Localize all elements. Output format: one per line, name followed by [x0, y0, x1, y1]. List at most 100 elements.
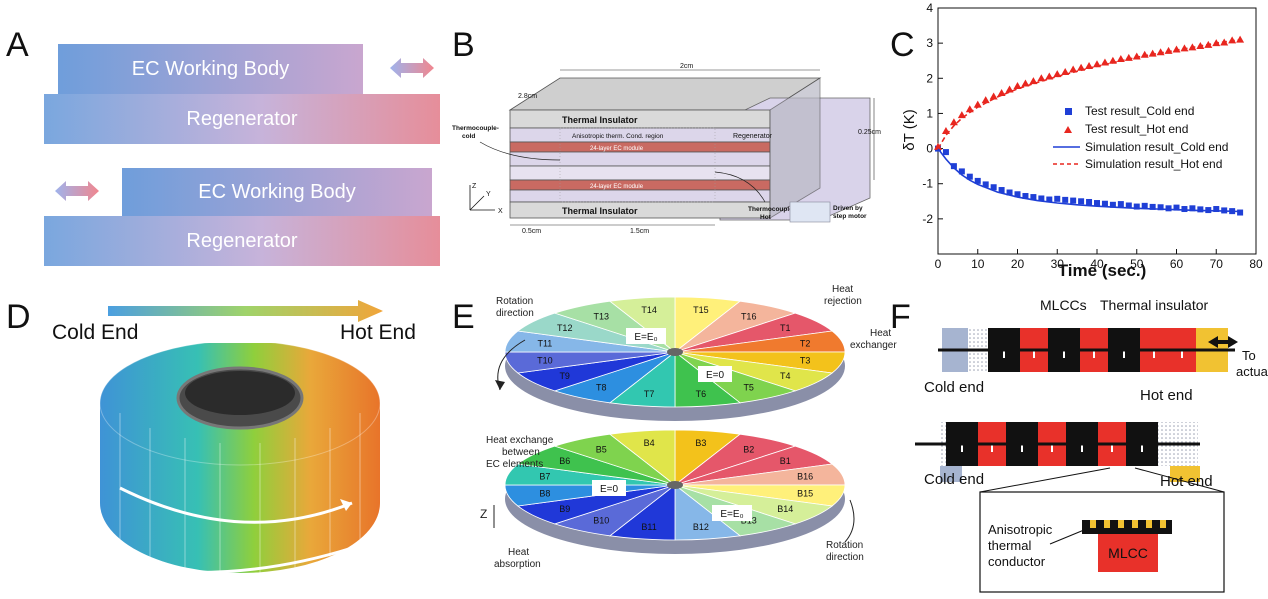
x-tick-label: 60 — [1170, 257, 1184, 271]
disc-hub — [667, 348, 683, 356]
data-point-cold — [1189, 205, 1196, 212]
mlcc-block — [1098, 534, 1158, 572]
data-point-cold — [950, 163, 957, 170]
data-point-hot — [1021, 79, 1030, 87]
dim-05cm: 0.5cm — [522, 228, 541, 235]
middle-layer-1 — [509, 151, 771, 167]
thermocouple-cold-1: Thermocouple- — [452, 125, 499, 132]
data-point-cold — [1038, 195, 1045, 202]
thermocouple-cold-2: cold — [462, 133, 475, 140]
e-label-box — [698, 366, 732, 382]
panel-e: T15T16T1T2T3T4T5T6T7T8T9T10T11T12T13T14E… — [480, 284, 897, 570]
sector-label: T15 — [693, 305, 709, 315]
legend-item-4: Simulation result_Hot end — [1085, 157, 1222, 171]
rotation-bottom-1: Rotation — [826, 540, 863, 551]
thermal-insulator-bottom-label: Thermal Insulator — [562, 206, 638, 216]
data-point-cold — [1094, 200, 1100, 207]
data-point-hot — [1132, 52, 1141, 60]
heat-exchange-between-1: Heat exchange — [486, 435, 554, 446]
data-point-cold — [974, 177, 981, 184]
rotation-arrow-bottom — [131, 546, 353, 574]
series-line-3 — [937, 38, 1241, 150]
panel-label-a: A — [6, 26, 29, 64]
working-body-bottom: EC Working Body — [122, 168, 432, 216]
working-body-top: EC Working Body — [58, 44, 363, 94]
sector-label: T13 — [594, 311, 610, 321]
data-point-cold — [1157, 204, 1164, 211]
data-point-cold — [1117, 201, 1124, 208]
dim-28cm: 2.8cm — [518, 93, 537, 100]
ec-module-1-label: 24-layer EC module — [590, 146, 644, 152]
data-point-hot — [997, 89, 1006, 97]
data-point-cold — [1133, 203, 1140, 210]
dim-2cm: 2cm — [680, 63, 693, 70]
data-point-cold — [1054, 195, 1061, 202]
sector-label: B5 — [596, 444, 607, 454]
axis-y-b: Y — [486, 191, 491, 198]
sector-label: B10 — [593, 516, 609, 526]
panel-b: Thermal Insulator Anisotropic therm. Con… — [452, 63, 881, 235]
e-label-box — [626, 328, 666, 344]
disc-sector — [608, 429, 676, 486]
sector-label: B3 — [695, 438, 706, 448]
data-point-cold — [1014, 191, 1021, 198]
aniso-3: conductor — [988, 554, 1046, 569]
thermal-insulator-bottom — [509, 201, 771, 219]
heat-exchanger-2: exchanger — [850, 340, 897, 351]
chart-ylabel: δT (K) — [901, 109, 918, 150]
data-point-cold — [958, 168, 965, 175]
sector-label: B11 — [641, 522, 656, 532]
double-arrow-left — [55, 181, 99, 201]
hatch-region — [559, 127, 716, 203]
heat-exchange-between-3: EC elements — [486, 459, 543, 470]
sector-label: T14 — [641, 305, 657, 315]
sector-label: T16 — [741, 311, 757, 321]
heat-rejection-2: rejection — [824, 296, 862, 307]
data-point-cold — [1030, 194, 1037, 201]
regenerator-bottom-label: Regenerator — [186, 229, 298, 252]
cold-reservoir — [940, 466, 962, 482]
sector-label: T8 — [596, 383, 607, 393]
cold-end-label-d: Cold End — [52, 321, 139, 344]
sector-label: T1 — [780, 323, 791, 333]
hot-reservoir — [1170, 466, 1200, 482]
panel-label-b: B — [452, 26, 475, 64]
data-point-cold — [1046, 196, 1053, 203]
sector-label: T5 — [743, 383, 754, 393]
heat-rejection-1: Heat — [832, 284, 853, 295]
x-tick-label: 20 — [1011, 257, 1025, 271]
data-point-hot — [1037, 74, 1046, 82]
data-point-cold — [1213, 206, 1220, 213]
sector-label: B8 — [539, 488, 550, 498]
sector-label: T4 — [780, 371, 791, 381]
sector-label: B1 — [780, 456, 791, 466]
sector-label: B7 — [539, 472, 550, 482]
data-point-cold — [1101, 200, 1108, 207]
thermocouple-hot-2: Hot — [760, 214, 772, 221]
sector-label: B12 — [693, 522, 709, 532]
ec-module-2-label: 24-layer EC module — [590, 184, 644, 190]
sector-label: T9 — [559, 371, 570, 381]
data-point-hot — [1180, 44, 1189, 52]
data-point-cold — [1141, 202, 1148, 209]
data-point-hot — [949, 118, 958, 126]
data-point-cold — [998, 187, 1005, 194]
data-point-cold — [1181, 206, 1188, 213]
y-tick-label: 0 — [926, 142, 933, 156]
data-point-cold — [1022, 193, 1029, 200]
middle-layer-2 — [509, 165, 771, 181]
data-point-cold — [990, 184, 997, 191]
x-tick-label: 40 — [1090, 257, 1104, 271]
x-tick-label: 30 — [1051, 257, 1065, 271]
driven-1: Driven by — [833, 205, 863, 212]
data-point-cold — [1197, 206, 1204, 213]
x-tick-label: 50 — [1130, 257, 1144, 271]
rotation-bottom-2: direction — [826, 552, 864, 563]
cold-end-bottom: Cold end — [924, 471, 984, 488]
e-e0-top: E=E₀ — [634, 332, 657, 343]
sector-label: T11 — [537, 339, 552, 349]
hot-end-label-d: Hot End — [340, 321, 416, 344]
data-point-cold — [1078, 198, 1085, 205]
legend-item-2: Test result_Hot end — [1085, 122, 1188, 136]
data-point-hot — [1013, 82, 1022, 90]
